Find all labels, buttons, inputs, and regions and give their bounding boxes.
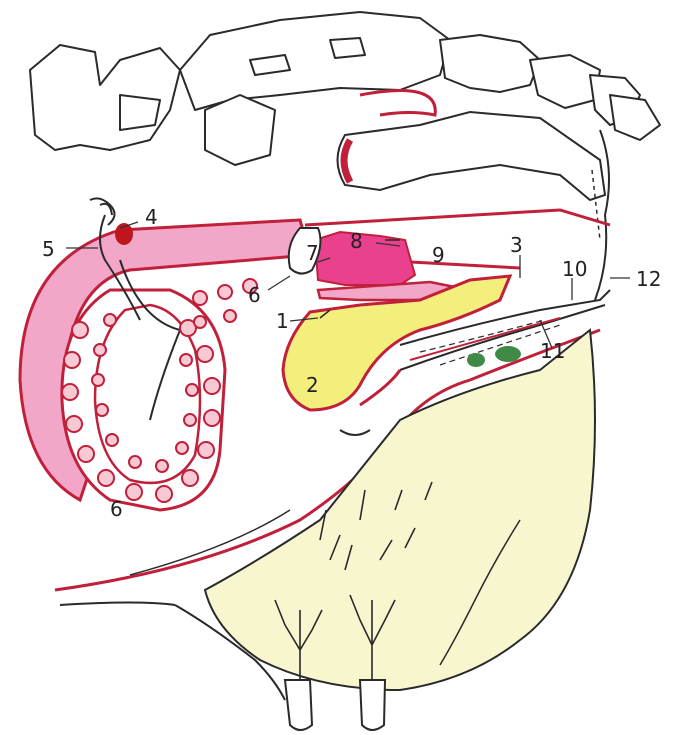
label-6-lower: 6 — [110, 497, 123, 521]
label-3: 3 — [510, 233, 523, 257]
teats — [285, 680, 385, 730]
label-8: 8 — [350, 229, 363, 253]
label-11: 11 — [540, 339, 565, 363]
label-9: 9 — [432, 243, 445, 267]
label-1: 1 — [276, 309, 289, 333]
label-7: 7 — [306, 241, 319, 265]
label-6-upper: 6 — [248, 283, 261, 307]
label-10: 10 — [562, 257, 587, 281]
label-2: 2 — [306, 373, 319, 397]
label-5: 5 — [42, 237, 55, 261]
label-12: 12 — [636, 267, 661, 291]
label-4: 4 — [145, 205, 158, 229]
